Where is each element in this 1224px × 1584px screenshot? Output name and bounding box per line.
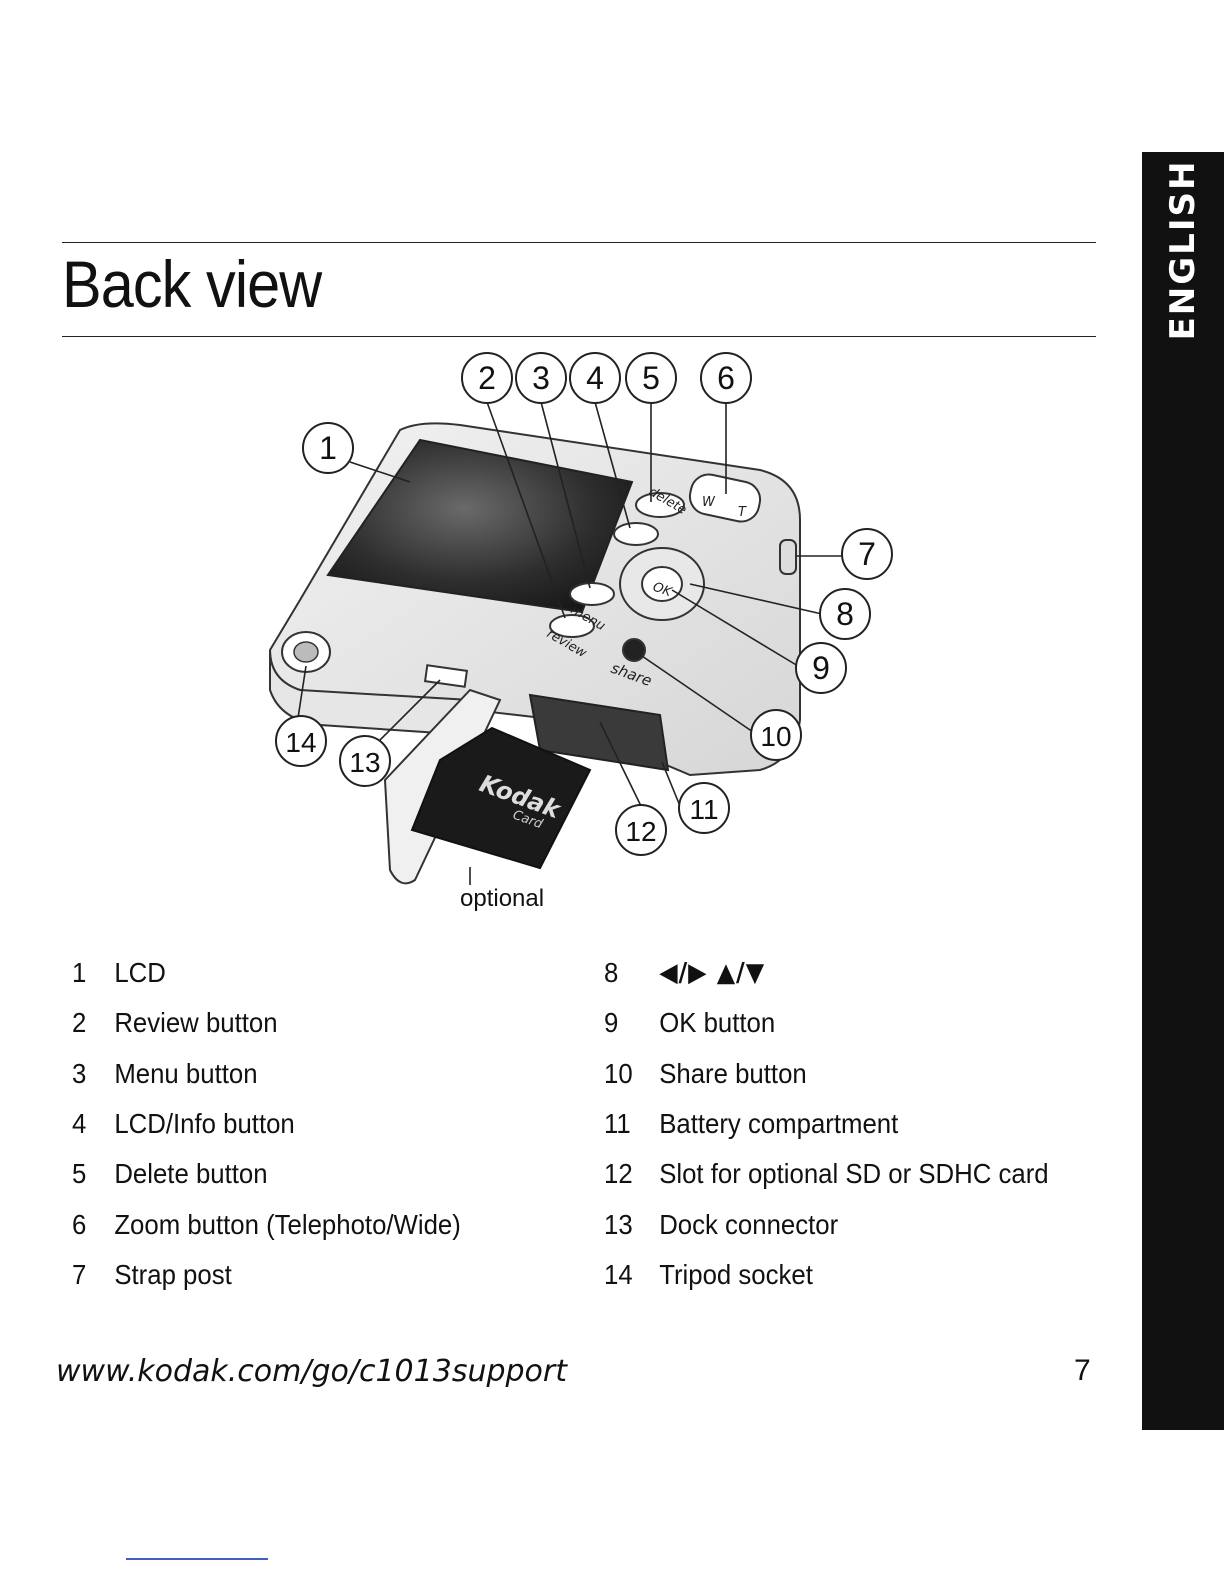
review-button-shape bbox=[549, 614, 595, 638]
bottom-divider bbox=[126, 1558, 268, 1560]
legend-text: OK button bbox=[659, 1007, 776, 1039]
callout-8: 8 bbox=[836, 596, 854, 632]
zoom-lever-shape bbox=[688, 473, 762, 523]
legend-text: Zoom button (Telephoto/Wide) bbox=[114, 1208, 461, 1240]
callout-2: 2 bbox=[478, 360, 496, 396]
callout-11: 11 bbox=[689, 794, 718, 825]
legend-number: 13 bbox=[604, 1208, 633, 1240]
legend-number: 3 bbox=[72, 1057, 87, 1089]
strap-post-shape bbox=[779, 539, 797, 575]
legend-text: Dock connector bbox=[659, 1208, 839, 1240]
legend-item: 9 OK button bbox=[604, 998, 1049, 1048]
tripod-socket-inner bbox=[293, 641, 319, 663]
legend-right-column: 8 ◀/▶ ▲/▼ 9 OK button 10 Share button 11 Bat… bbox=[604, 948, 1087, 1300]
legend-number: 2 bbox=[72, 1007, 87, 1039]
zoom-w-label: W bbox=[702, 495, 716, 510]
legend-number: 12 bbox=[604, 1158, 633, 1190]
legend-text: LCD bbox=[114, 957, 166, 989]
legend-text: Review button bbox=[114, 1007, 278, 1039]
callout-4: 4 bbox=[586, 360, 604, 396]
legend-number: 11 bbox=[604, 1108, 631, 1140]
delete-button-shape bbox=[635, 492, 685, 518]
callout-3: 3 bbox=[532, 360, 550, 396]
callout-12: 12 bbox=[625, 816, 656, 847]
lcd-info-button-shape bbox=[613, 522, 659, 546]
callout-6: 6 bbox=[717, 360, 735, 396]
support-url-link[interactable]: www.kodak.com/go/c1013support bbox=[56, 1354, 567, 1389]
legend-text: Strap post bbox=[114, 1258, 232, 1290]
legend-text: Menu button bbox=[114, 1057, 258, 1089]
sd-card-shape bbox=[410, 726, 592, 870]
legend-number: 10 bbox=[604, 1057, 633, 1089]
legend-number: 4 bbox=[72, 1108, 87, 1140]
legend-left-column: 1 LCD 2 Review button 3 Menu button 4 LCD/In… bbox=[72, 948, 495, 1300]
callout-circles bbox=[275, 352, 893, 856]
page-number: 7 bbox=[1074, 1354, 1091, 1387]
page-title: Back view bbox=[62, 247, 322, 321]
legend-item: 13 Dock connector bbox=[604, 1199, 1049, 1249]
legend-text: Tripod socket bbox=[659, 1258, 813, 1290]
legend-item: 1 LCD bbox=[72, 948, 461, 998]
legend-text: LCD/Info button bbox=[114, 1108, 295, 1140]
legend-item: 14 Tripod socket bbox=[604, 1250, 1049, 1300]
legend-number: 5 bbox=[72, 1158, 87, 1190]
callout-1: 1 bbox=[319, 430, 337, 466]
callout-numbers: 1 2 3 4 5 6 7 8 9 10 11 12 13 14 bbox=[285, 360, 875, 847]
title-rule-top bbox=[62, 242, 1096, 243]
legend-item: 10 Share button bbox=[604, 1049, 1049, 1099]
legend-number: 8 bbox=[604, 957, 619, 989]
legend-number: 6 bbox=[72, 1208, 87, 1240]
callout-10: 10 bbox=[760, 721, 791, 752]
legend-text: Delete button bbox=[114, 1158, 268, 1190]
callout-13: 13 bbox=[349, 747, 380, 778]
camera-body-side bbox=[269, 649, 471, 737]
dock-connector-shape bbox=[423, 664, 469, 688]
lcd-screen bbox=[326, 438, 634, 614]
camera-illustration: Kodak Card delete menu review share OK W… bbox=[268, 352, 893, 912]
legend-number: 9 bbox=[604, 1007, 619, 1039]
legend-number: 7 bbox=[72, 1258, 87, 1290]
legend-item: 12 Slot for optional SD or SDHC card bbox=[604, 1149, 1049, 1199]
legend-item: 6 Zoom button (Telephoto/Wide) bbox=[72, 1199, 461, 1249]
callout-9: 9 bbox=[812, 650, 830, 686]
legend-item: 2 Review button bbox=[72, 998, 461, 1048]
camera-back-view-figure: Kodak Card delete menu review share OK W… bbox=[268, 352, 893, 912]
legend-text: Battery compartment bbox=[659, 1108, 899, 1140]
share-button-shape bbox=[622, 638, 646, 662]
optional-label: optional bbox=[460, 885, 544, 912]
legend-number: 14 bbox=[604, 1258, 633, 1290]
legend-item: 11 Battery compartment bbox=[604, 1099, 1049, 1149]
legend-text: Share button bbox=[659, 1057, 807, 1089]
callout-5: 5 bbox=[642, 360, 660, 396]
legend-item: 4 LCD/Info button bbox=[72, 1099, 461, 1149]
legend-item: 8 ◀/▶ ▲/▼ bbox=[604, 948, 1049, 998]
legend-item: 7 Strap post bbox=[72, 1250, 461, 1300]
menu-button-shape bbox=[569, 582, 615, 606]
title-rule-bottom bbox=[62, 336, 1096, 337]
legend-number: 1 bbox=[72, 957, 87, 989]
zoom-t-label: T bbox=[738, 505, 747, 520]
ok-label: OK bbox=[651, 580, 675, 601]
leader-lines bbox=[297, 401, 846, 885]
callout-14: 14 bbox=[285, 727, 316, 758]
legend-item: 5 Delete button bbox=[72, 1149, 461, 1199]
language-tab bbox=[1142, 152, 1224, 1430]
navigation-arrows-icon: ◀/▶ ▲/▼ bbox=[659, 958, 766, 989]
legend-item: 3 Menu button bbox=[72, 1049, 461, 1099]
ok-button-shape bbox=[641, 566, 683, 602]
battery-compartment-shape bbox=[528, 693, 670, 772]
legend-text: Slot for optional SD or SDHC card bbox=[659, 1158, 1049, 1190]
callout-7: 7 bbox=[858, 536, 876, 572]
